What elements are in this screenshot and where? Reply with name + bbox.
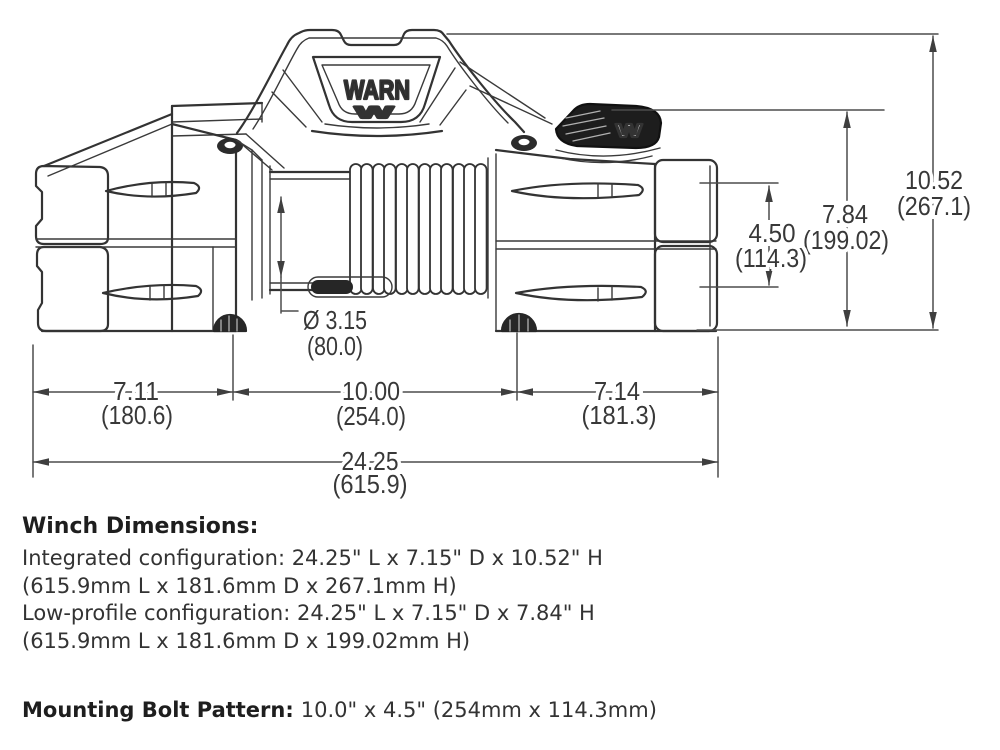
dim-low-profile-height: 7.84 (199.02): [611, 109, 893, 327]
clutch-monogram-text: W: [616, 121, 642, 141]
mounting-bolt-pattern-line: Mounting Bolt Pattern:10.0" x 4.5" (254m…: [22, 698, 657, 722]
mounting-bolt-pattern-label: Mounting Bolt Pattern:: [22, 698, 294, 722]
dim-drum-diameter: Ø 3.15 (80.0): [277, 196, 371, 365]
winch-drawing: WARN W: [34, 28, 719, 333]
dim-right-section-mm: (181.3): [582, 400, 657, 430]
right-end-cap: [653, 158, 719, 333]
dim-low-profile-mm: (199.02): [803, 225, 889, 255]
extension-lines: [32, 332, 719, 478]
dim-bolt-horizontal-in: 10.00: [342, 376, 400, 406]
dim-right-section-in: 7.14: [594, 376, 640, 406]
mounting-bolt-pattern-value: 10.0" x 4.5" (254mm x 114.3mm): [300, 698, 657, 722]
right-housing: [459, 61, 718, 333]
dim-bolt-vertical-mm: (114.3): [735, 243, 807, 273]
clutch-lever: W: [554, 102, 663, 164]
low-profile-configuration-metric: (615.9mm L x 181.6mm D x 199.02mm H): [22, 628, 471, 653]
dim-bottom-sections: 7.11 (180.6) 10.00 (254.0) 7.14 (181.3): [32, 372, 719, 435]
dim-bolt-vertical: 4.50 (114.3): [699, 182, 811, 288]
dim-bolt-horizontal-mm: (254.0): [336, 401, 406, 431]
dim-low-profile-in: 7.84: [822, 199, 868, 229]
warn-monogram-text: W: [355, 103, 395, 122]
winch-dimensions-specs: Winch Dimensions: Integrated configurati…: [22, 514, 972, 655]
left-foot: [212, 313, 248, 333]
dim-overall-height: 10.52 (267.1): [446, 33, 975, 331]
winch-dimensions-heading: Winch Dimensions:: [22, 514, 259, 539]
dim-overall-length: 24.25 (615.9): [32, 442, 719, 503]
dim-overall-height-in: 10.52: [905, 165, 963, 195]
dim-overall-length-in: 24.25: [342, 446, 399, 476]
integrated-configuration-line: Integrated configuration: 24.25" L x 7.1…: [22, 546, 603, 570]
dim-overall-length-mm: (615.9): [333, 469, 408, 499]
dim-left-section-in: 7.11: [113, 376, 159, 406]
left-housing: [35, 101, 285, 333]
control-pack: WARN W: [235, 28, 526, 138]
rope-drum: [235, 139, 497, 332]
dim-overall-height-mm: (267.1): [897, 191, 971, 221]
winch-dimension-diagram: WARN W: [32, 28, 975, 503]
warn-badge-inner: [321, 64, 431, 115]
rope-anchor: [307, 276, 393, 298]
integrated-configuration-metric: (615.9mm L x 181.6mm D x 267.1mm H): [22, 573, 457, 598]
dimension-annotations: 10.52 (267.1) 7.84 (199.02) 4.50 (114.3): [32, 33, 975, 503]
dim-bolt-vertical-in: 4.50: [749, 218, 796, 248]
left-end-cap: [34, 164, 110, 333]
warn-badge-outer: [311, 55, 442, 124]
warn-logo-text: WARN: [344, 75, 410, 105]
dim-left-section-mm: (180.6): [101, 400, 173, 430]
dim-drum-diameter-in: Ø 3.15: [303, 305, 367, 335]
dim-drum-diameter-mm: (80.0): [307, 331, 363, 361]
low-profile-configuration-line: Low-profile configuration: 24.25" L x 7.…: [22, 601, 595, 625]
